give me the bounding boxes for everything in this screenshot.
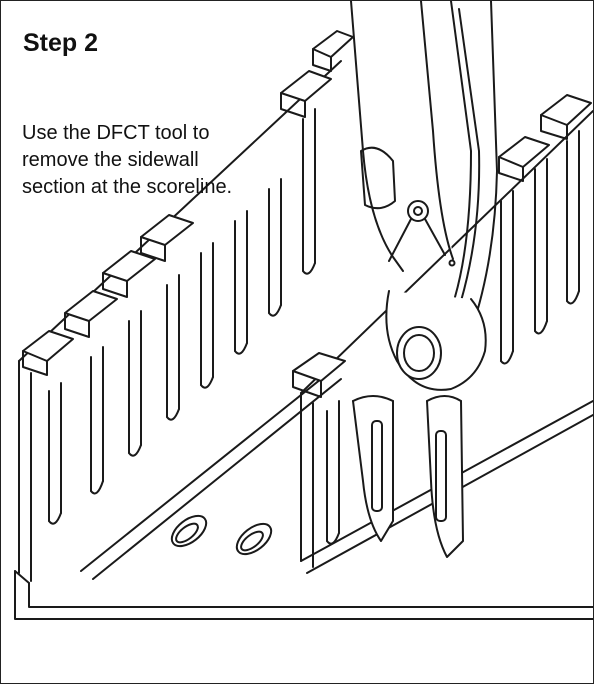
instruction-line: section at the scoreline. xyxy=(22,176,233,198)
floor-slot-left xyxy=(170,514,208,548)
floor-slot-right xyxy=(235,522,273,556)
step-title: Step 2 xyxy=(23,29,99,57)
dfct-tool xyxy=(350,1,498,558)
instruction-line: Use the DFCT tool to xyxy=(22,122,210,144)
floor-slots xyxy=(170,514,273,556)
left-sidewall xyxy=(18,30,354,582)
instruction-line: remove the sidewall xyxy=(22,149,199,171)
right-sidewall xyxy=(292,94,593,568)
duct-base xyxy=(14,370,593,620)
step-instruction: Use the DFCT tool to remove the sidewall… xyxy=(22,120,322,201)
